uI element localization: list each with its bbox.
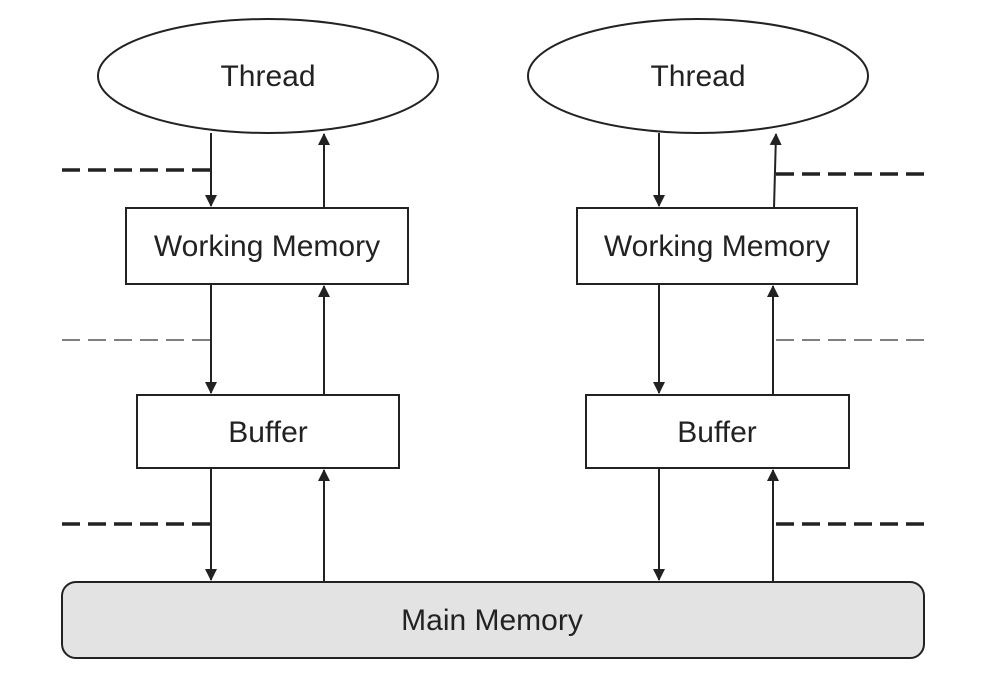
right-working-memory-label: Working Memory: [604, 230, 830, 263]
right-thread-node: Thread: [527, 18, 869, 134]
left-working-memory-box: Working Memory: [125, 207, 409, 285]
left-thread-node: Thread: [97, 18, 439, 134]
right-arrow-working-to-thread: [769, 133, 782, 209]
left-working-memory-label: Working Memory: [154, 230, 380, 263]
right-column: Thread Working Memory Buffer: [527, 18, 926, 582]
main-memory-label: Main Memory: [401, 604, 583, 637]
left-buffer-label: Buffer: [228, 416, 308, 449]
right-buffer-label: Buffer: [677, 416, 757, 449]
right-buffer-box: Buffer: [585, 394, 850, 469]
left-thread-label: Thread: [220, 60, 315, 93]
left-buffer-box: Buffer: [136, 394, 400, 469]
right-thread-label: Thread: [650, 60, 745, 93]
right-working-memory-box: Working Memory: [576, 207, 858, 285]
left-column: Thread Working Memory Buffer: [62, 18, 439, 582]
main-memory-box: Main Memory: [61, 581, 925, 659]
